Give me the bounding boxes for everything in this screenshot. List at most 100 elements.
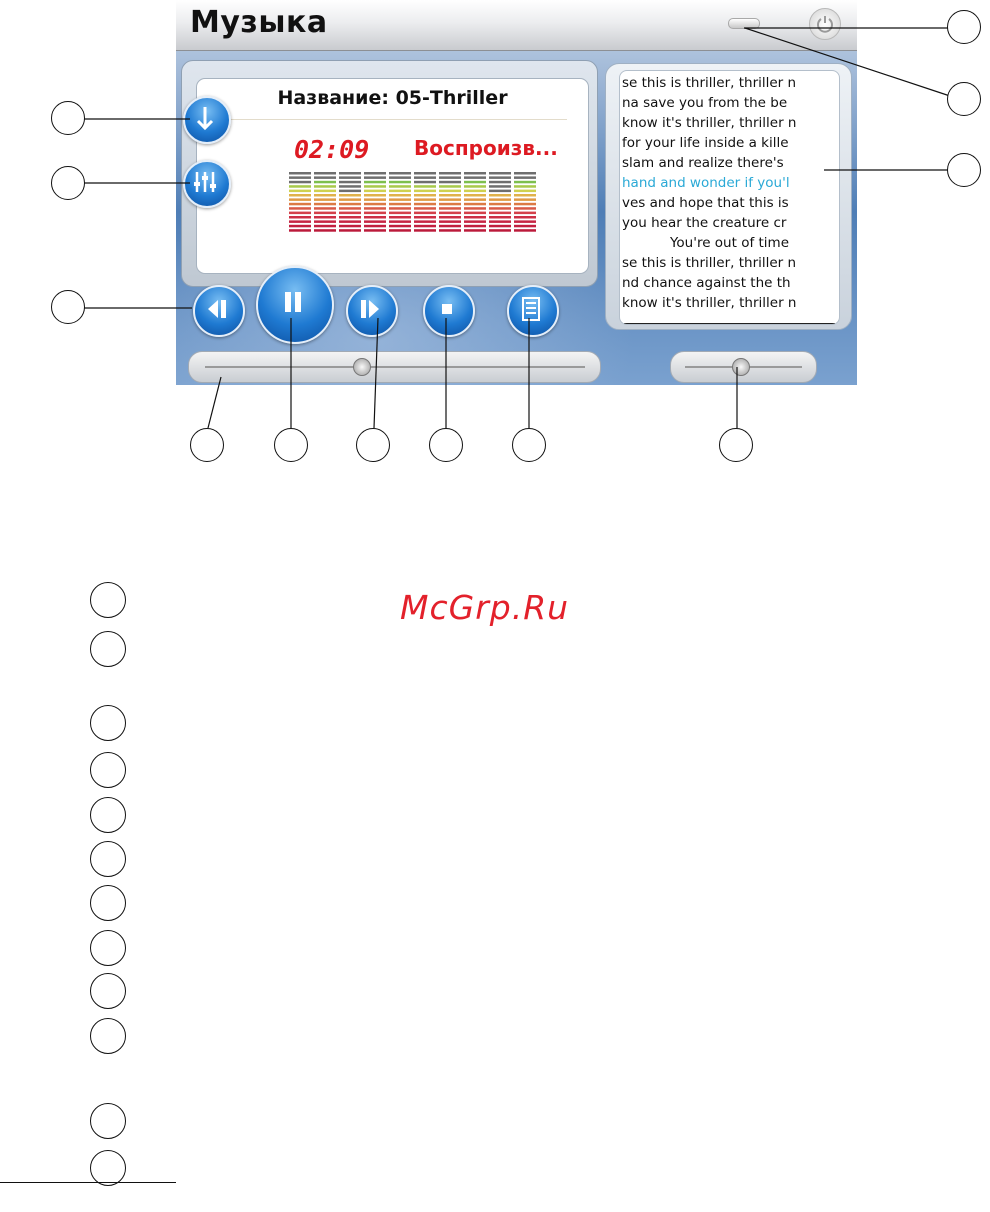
lyrics-line: na save you from the be (622, 95, 788, 111)
eq-segment (489, 207, 511, 210)
eq-segment (314, 172, 336, 175)
eq-segment (439, 216, 461, 219)
eq-segment (339, 229, 361, 232)
eq-segment (289, 224, 311, 228)
eq-segment (414, 216, 436, 219)
legend-marker (90, 841, 126, 877)
track-info-display: Название: 05-Thriller 02:09 Воспроизв... (196, 78, 589, 274)
equalizer-icon[interactable] (183, 160, 231, 208)
app-title: Музыка (190, 5, 328, 40)
lyrics-display[interactable]: se this is thriller, thriller n na save y… (619, 70, 840, 325)
eq-segment (389, 207, 411, 210)
callout-marker (512, 428, 546, 462)
eq-segment (514, 224, 536, 228)
eq-segment (464, 211, 486, 215)
callout-marker (356, 428, 390, 462)
eq-segment (464, 220, 486, 223)
stop-icon[interactable] (423, 285, 475, 337)
track-name: Название: 05-Thriller (277, 87, 508, 109)
progress-knob[interactable] (352, 358, 371, 376)
eq-segment (364, 202, 386, 206)
eq-segment (439, 176, 461, 179)
eq-segment (314, 220, 336, 223)
progress-slider[interactable] (188, 351, 601, 383)
eq-segment (389, 224, 411, 228)
eq-segment (439, 194, 461, 197)
lyrics-panel: se this is thriller, thriller n na save y… (605, 63, 852, 330)
eq-segment (439, 211, 461, 215)
eq-segment (364, 194, 386, 197)
eq-segment (489, 224, 511, 228)
lyrics-line: hand and wonder if you'l (622, 175, 790, 191)
eq-segment (314, 216, 336, 219)
lyrics-line: slam and realize there's (622, 155, 784, 171)
eq-segment (364, 207, 386, 210)
eq-segment (489, 172, 511, 175)
eq-segment (289, 220, 311, 223)
track-info-panel: Название: 05-Thriller 02:09 Воспроизв... (181, 60, 598, 287)
eq-segment (289, 172, 311, 175)
eq-segment (414, 185, 436, 188)
eq-segment (314, 180, 336, 184)
eq-segment (289, 180, 311, 184)
eq-segment (339, 207, 361, 210)
eq-segment (414, 229, 436, 232)
eq-segment (514, 229, 536, 232)
eq-segment (464, 207, 486, 210)
footer-rule (0, 1182, 176, 1183)
eq-segment (439, 224, 461, 228)
eq-segment (364, 176, 386, 179)
eq-segment (414, 220, 436, 223)
lyrics-line: know it's thriller, thriller n (622, 295, 797, 311)
eq-segment (464, 198, 486, 201)
eq-segment (514, 207, 536, 210)
previous-icon[interactable] (193, 285, 245, 337)
eq-segment (489, 180, 511, 184)
eq-segment (389, 185, 411, 188)
eq-segment (439, 180, 461, 184)
lyrics-line: se this is thriller, thriller n (622, 75, 797, 91)
legend-marker (90, 1018, 126, 1054)
eq-segment (464, 229, 486, 232)
eq-segment (414, 224, 436, 228)
eq-segment (414, 176, 436, 179)
callout-marker (429, 428, 463, 462)
eq-segment (439, 185, 461, 188)
callout-marker (190, 428, 224, 462)
eq-segment (289, 211, 311, 215)
eq-segment (514, 220, 536, 223)
eq-segment (389, 220, 411, 223)
eq-segment (389, 229, 411, 232)
playlist-icon[interactable] (507, 285, 559, 337)
eq-segment (289, 202, 311, 206)
title-bar: Музыка (176, 0, 857, 51)
arrow-down-icon[interactable] (183, 96, 231, 144)
volume-slider[interactable] (670, 351, 817, 383)
eq-segment (339, 194, 361, 197)
eq-segment (439, 229, 461, 232)
next-icon[interactable] (346, 285, 398, 337)
eq-segment (514, 198, 536, 201)
eq-segment (339, 211, 361, 215)
eq-segment (514, 180, 536, 184)
eq-segment (314, 176, 336, 179)
eq-segment (289, 185, 311, 188)
eq-segment (439, 202, 461, 206)
eq-segment (339, 216, 361, 219)
watermark: McGrp.Ru (400, 588, 570, 627)
eq-segment (489, 216, 511, 219)
pause-icon[interactable] (256, 266, 334, 344)
power-icon[interactable] (809, 8, 841, 40)
eq-segment (514, 185, 536, 188)
eq-segment (439, 220, 461, 223)
eq-segment (389, 189, 411, 193)
lyrics-line: se this is thriller, thriller n (622, 255, 797, 271)
eq-segment (489, 176, 511, 179)
eq-segment (464, 176, 486, 179)
eq-segment (514, 189, 536, 193)
eq-segment (464, 185, 486, 188)
eq-segment (389, 194, 411, 197)
eq-segment (364, 180, 386, 184)
eq-segment (464, 194, 486, 197)
eq-segment (489, 198, 511, 201)
